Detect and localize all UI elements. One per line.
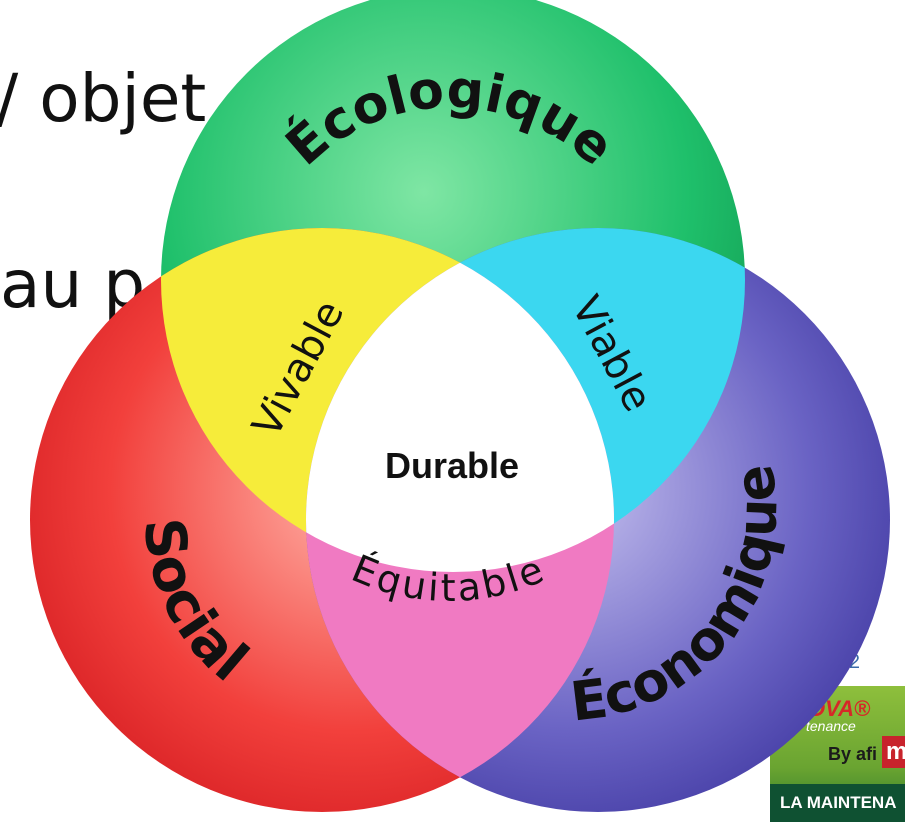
- banner-afi: By afi: [828, 744, 878, 764]
- slide-text-line-2: au p: [0, 246, 146, 323]
- label-durable: Durable: [385, 445, 519, 486]
- slide-text-line-1: / objet: [0, 60, 207, 137]
- banner-m-logo: m: [882, 736, 905, 768]
- banner-bar: LA MAINTENA: [770, 784, 905, 822]
- banner-logo-sub: tenance: [806, 718, 856, 734]
- overlap-durable: [306, 228, 614, 572]
